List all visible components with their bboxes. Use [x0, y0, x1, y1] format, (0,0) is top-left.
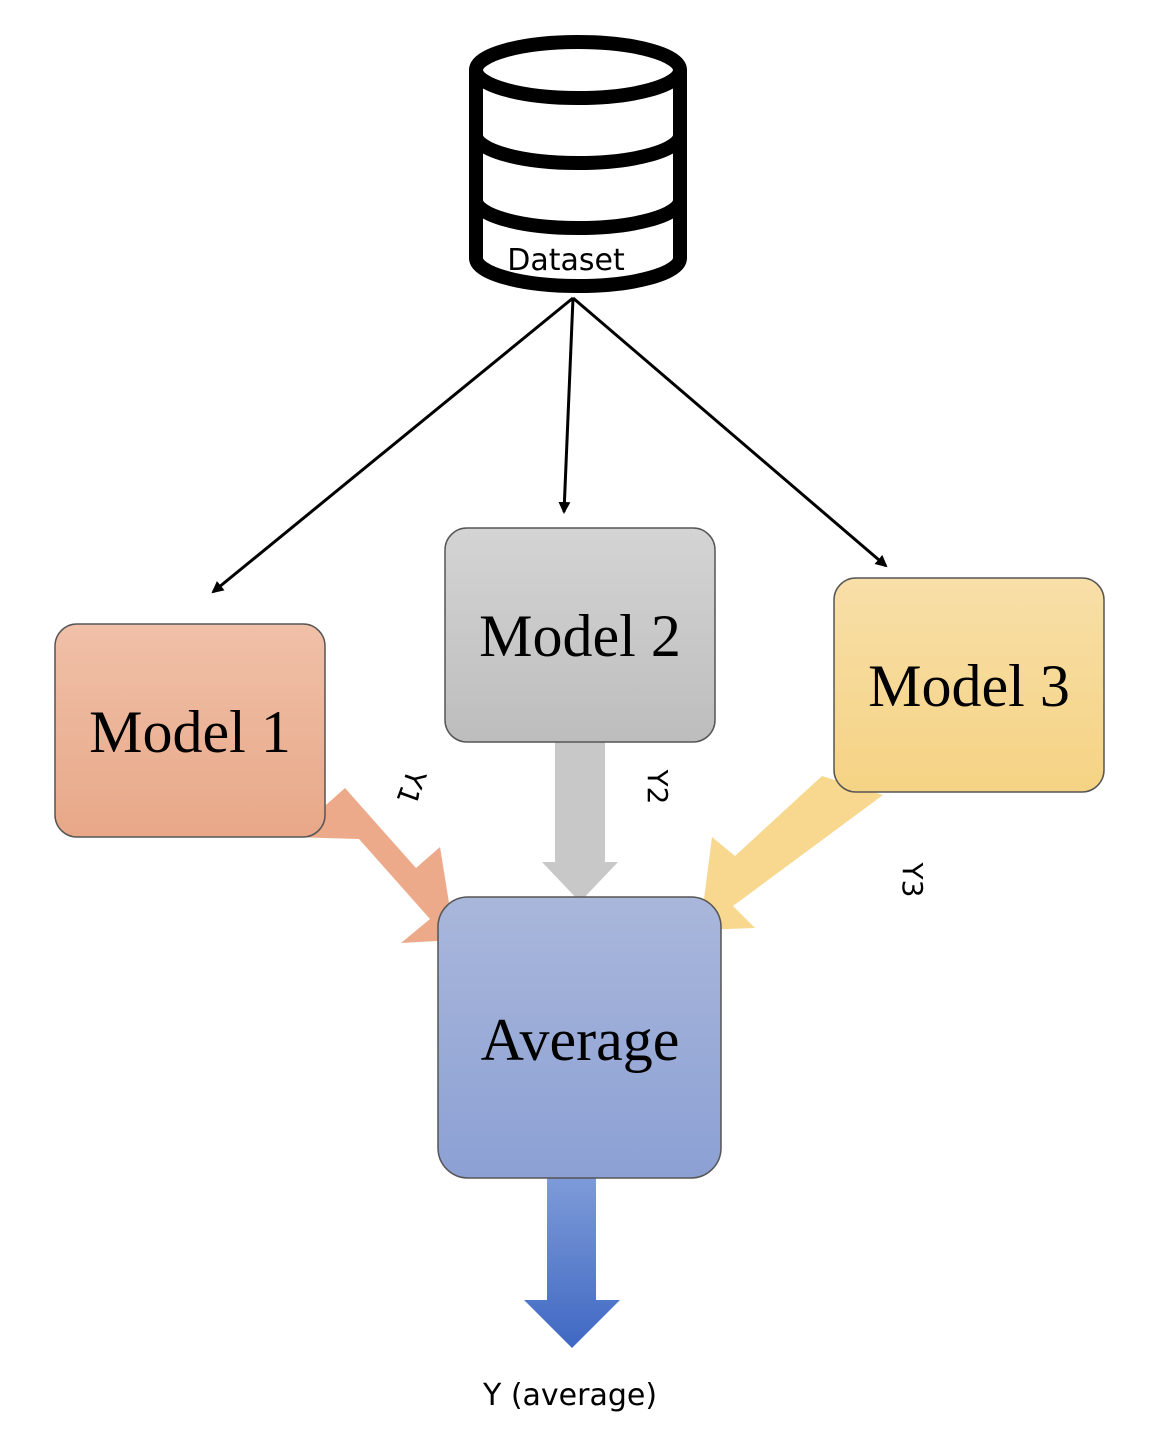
dataset-label: Dataset — [507, 243, 625, 278]
database-icon — [469, 35, 687, 293]
average-box: Average — [437, 896, 722, 1179]
arrow-dataset-to-model1 — [211, 296, 574, 594]
result-label: Y (average) — [482, 1378, 657, 1413]
model-2-output-label: Y2 — [641, 769, 674, 805]
arrow-dataset-to-model2 — [558, 297, 575, 514]
arrow-dataset-to-model3 — [572, 296, 888, 568]
dataset-arrows — [211, 296, 888, 594]
model-3-output-label: Y3 — [896, 862, 929, 898]
arrow-model3-to-average — [700, 776, 883, 930]
model-3-box: Model 3 — [833, 577, 1105, 793]
model-1-box: Model 1 — [54, 623, 326, 838]
model-2-box: Model 2 — [444, 527, 716, 743]
model-1-output-label: Y1 — [389, 764, 432, 809]
average-label: Average — [481, 1007, 680, 1073]
model-2-label: Model 2 — [479, 603, 681, 669]
model-1-label: Model 1 — [89, 699, 291, 765]
arrow-average-to-output — [524, 1178, 620, 1348]
arrow-model1-to-average — [290, 788, 455, 943]
arrow-model2-to-average — [542, 740, 618, 902]
model-3-label: Model 3 — [868, 653, 1070, 719]
